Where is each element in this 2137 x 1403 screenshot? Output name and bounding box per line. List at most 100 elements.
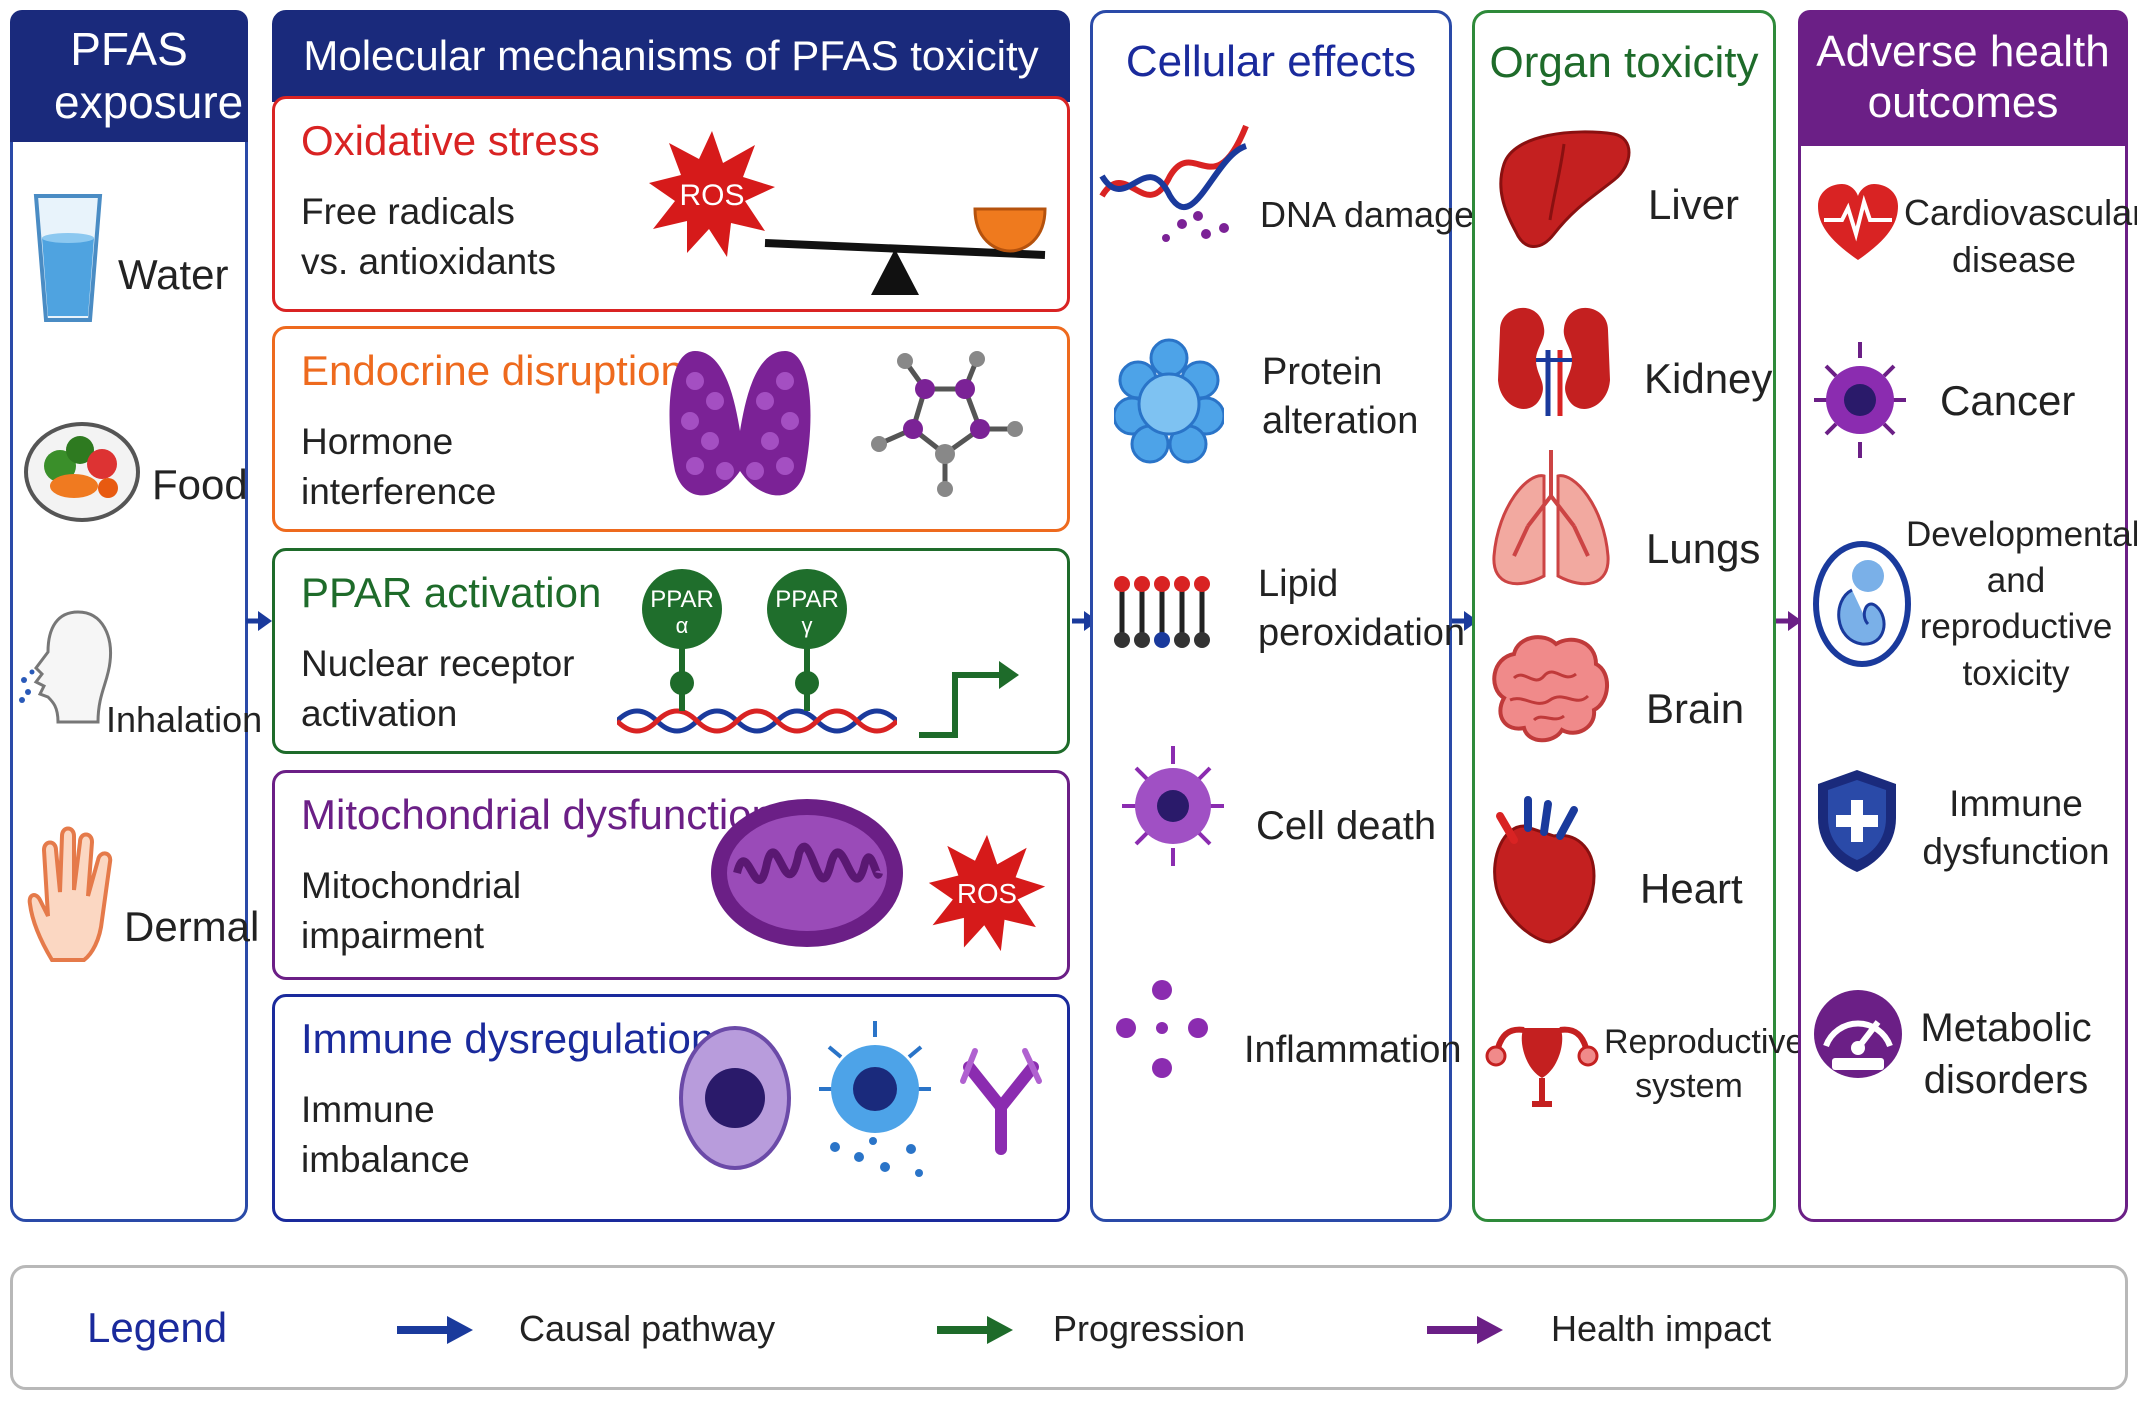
legend-health-arrow	[1427, 1316, 1503, 1344]
mechanisms-header-bar: Molecular mechanisms of PFAS toxicity	[272, 10, 1070, 102]
mechanisms-title: Molecular mechanisms of PFAS toxicity	[303, 31, 1039, 79]
oxidative-stress-desc: Free radicals vs. antioxidants	[301, 187, 556, 287]
legend-title: Legend	[87, 1304, 228, 1351]
legend-box: Legend Causal pathway Progression Health…	[10, 1265, 2128, 1390]
outcome-immune-line2: dysfunction	[1922, 831, 2110, 873]
ppar-gamma-label: PPAR	[775, 586, 839, 613]
heart-organ-icon	[1493, 796, 1596, 944]
immune-desc-2: imbalance	[301, 1138, 470, 1180]
organ-kidney-label: Kidney	[1644, 355, 1773, 402]
heart-ecg-icon	[1818, 184, 1898, 260]
mito-desc: Mitochondrial impairment	[301, 861, 521, 961]
inflammation-dots-icon	[1116, 980, 1208, 1078]
card-immune-dysregulation: Immune dysregulation Immune imbalance	[272, 994, 1070, 1222]
ros-burst-icon: ROS	[928, 834, 1046, 952]
mito-title: Mitochondrial dysfunction	[301, 791, 775, 838]
immune-title: Immune dysregulation	[301, 1015, 715, 1062]
ppar-gamma-symbol: γ	[802, 613, 813, 638]
liver-icon	[1499, 130, 1631, 248]
immune-desc-1: Immune	[301, 1089, 435, 1130]
ros-burst-icon: ROS	[649, 131, 775, 257]
food-plate-icon	[24, 422, 140, 522]
outcome-metabolic-line2: disorders	[1923, 1058, 2089, 1102]
hand-icon	[27, 826, 113, 962]
lipid-bilayer-icon	[1114, 576, 1210, 648]
outcome-metabolic-label: Metabolic disorders	[1906, 1002, 2106, 1106]
cancer-cell-icon	[1814, 342, 1906, 458]
immune-desc: Immune imbalance	[301, 1085, 470, 1185]
organ-reproductive-label: Reproductive system	[1604, 1020, 1805, 1108]
cell-inflammation-label: Inflammation	[1244, 1029, 1462, 1071]
outcome-developmental-label: Developmental and reproductive toxicity	[1906, 512, 2137, 697]
cell-lipid-line1: Lipid	[1258, 563, 1339, 605]
thyroid-gland-icon	[669, 351, 811, 496]
fetus-icon	[1813, 541, 1911, 667]
exposure-food-label: Food	[152, 461, 248, 508]
causal-arrow-3	[1452, 611, 1478, 631]
transcription-arrow-icon	[919, 661, 1019, 738]
seesaw-balance-icon	[764, 207, 1047, 295]
legend-progression-label: Progression	[1053, 1308, 1246, 1349]
outcomes-title-line2: outcomes	[1867, 78, 2059, 127]
mito-desc-1: Mitochondrial	[301, 865, 522, 906]
outcome-metabolic-line1: Metabolic	[1920, 1006, 2092, 1050]
brain-icon	[1492, 635, 1610, 743]
ppar-desc-1: Nuclear receptor	[301, 643, 575, 684]
endocrine-desc: Hormone interference	[301, 417, 496, 517]
organ-brain-label: Brain	[1646, 685, 1745, 732]
ppar-desc-2: activation	[301, 692, 458, 734]
organ-reproductive-line1: Reproductive	[1604, 1023, 1805, 1061]
cell-protein-line2: alteration	[1262, 400, 1419, 443]
causal-arrow-1	[246, 611, 272, 631]
exposure-dermal-label: Dermal	[124, 903, 260, 950]
kidney-icon	[1498, 307, 1610, 416]
organ-title: Organ toxicity	[1489, 37, 1759, 87]
outcome-developmental-line4: toxicity	[1962, 653, 2070, 693]
organ-liver-label: Liver	[1648, 181, 1740, 228]
exposure-header: PFAS exposure	[10, 10, 248, 142]
outcome-immune-line1: Immune	[1949, 783, 2083, 824]
head-breathing-icon	[19, 610, 113, 724]
organ-lungs-label: Lungs	[1646, 525, 1761, 572]
endocrine-desc-1: Hormone	[301, 421, 454, 462]
dna-helix-icon	[1099, 124, 1249, 242]
mito-desc-2: impairment	[301, 914, 484, 956]
cell-death-label: Cell death	[1256, 804, 1437, 848]
outcome-immune-label: Immune dysfunction	[1906, 780, 2126, 876]
legend-health-label: Health impact	[1551, 1308, 1772, 1349]
outcome-cardio-line1: Cardiovascular	[1904, 192, 2137, 233]
cellular-panel: Cellular effects	[1090, 10, 1452, 1222]
oxidative-stress-title: Oxidative stress	[301, 117, 600, 164]
ppar-title: PPAR activation	[301, 569, 602, 616]
ros-label: ROS	[957, 878, 1017, 909]
dying-cell-icon	[1122, 746, 1224, 866]
cell-lipid-line2: peroxidation	[1258, 612, 1466, 655]
lungs-icon	[1492, 450, 1610, 586]
outcome-developmental-line2: and	[1986, 561, 2046, 601]
mitochondrion-icon	[711, 799, 903, 947]
protein-cluster-icon	[1114, 338, 1224, 464]
outcome-cardio-label: Cardiovascular disease	[1904, 190, 2137, 284]
cell-lipid-label: Lipid peroxidation	[1258, 560, 1465, 659]
card-ppar-activation: PPAR activation Nuclear receptor activat…	[272, 548, 1070, 754]
cell-protein-line1: Protein	[1262, 351, 1383, 393]
macrophage-icon	[819, 1021, 931, 1177]
ppar-alpha-symbol: α	[676, 613, 689, 638]
molecule-icon	[871, 351, 1023, 497]
outcomes-header: Adverse health outcomes	[1798, 10, 2128, 146]
endocrine-title: Endocrine disruption	[301, 347, 684, 394]
outcomes-title-line1: Adverse health	[1816, 27, 2110, 77]
health-impact-arrow	[1776, 611, 1802, 631]
organ-heart-label: Heart	[1640, 865, 1743, 912]
cell-protein-label: Protein alteration	[1262, 348, 1418, 447]
exposure-water-label: Water	[118, 251, 229, 298]
cellular-title: Cellular effects	[1125, 36, 1417, 86]
ppar-desc: Nuclear receptor activation	[301, 639, 575, 739]
card-mitochondrial-dysfunction: Mitochondrial dysfunction Mitochondrial …	[272, 770, 1070, 980]
gauge-icon	[1814, 990, 1902, 1078]
water-glass-icon	[33, 194, 103, 322]
antibody-icon	[960, 1048, 1042, 1155]
card-endocrine-disruption: Endocrine disruption Hormone interferenc…	[272, 326, 1070, 532]
legend-progression-arrow	[937, 1316, 1013, 1344]
uterus-icon	[1485, 1026, 1599, 1107]
